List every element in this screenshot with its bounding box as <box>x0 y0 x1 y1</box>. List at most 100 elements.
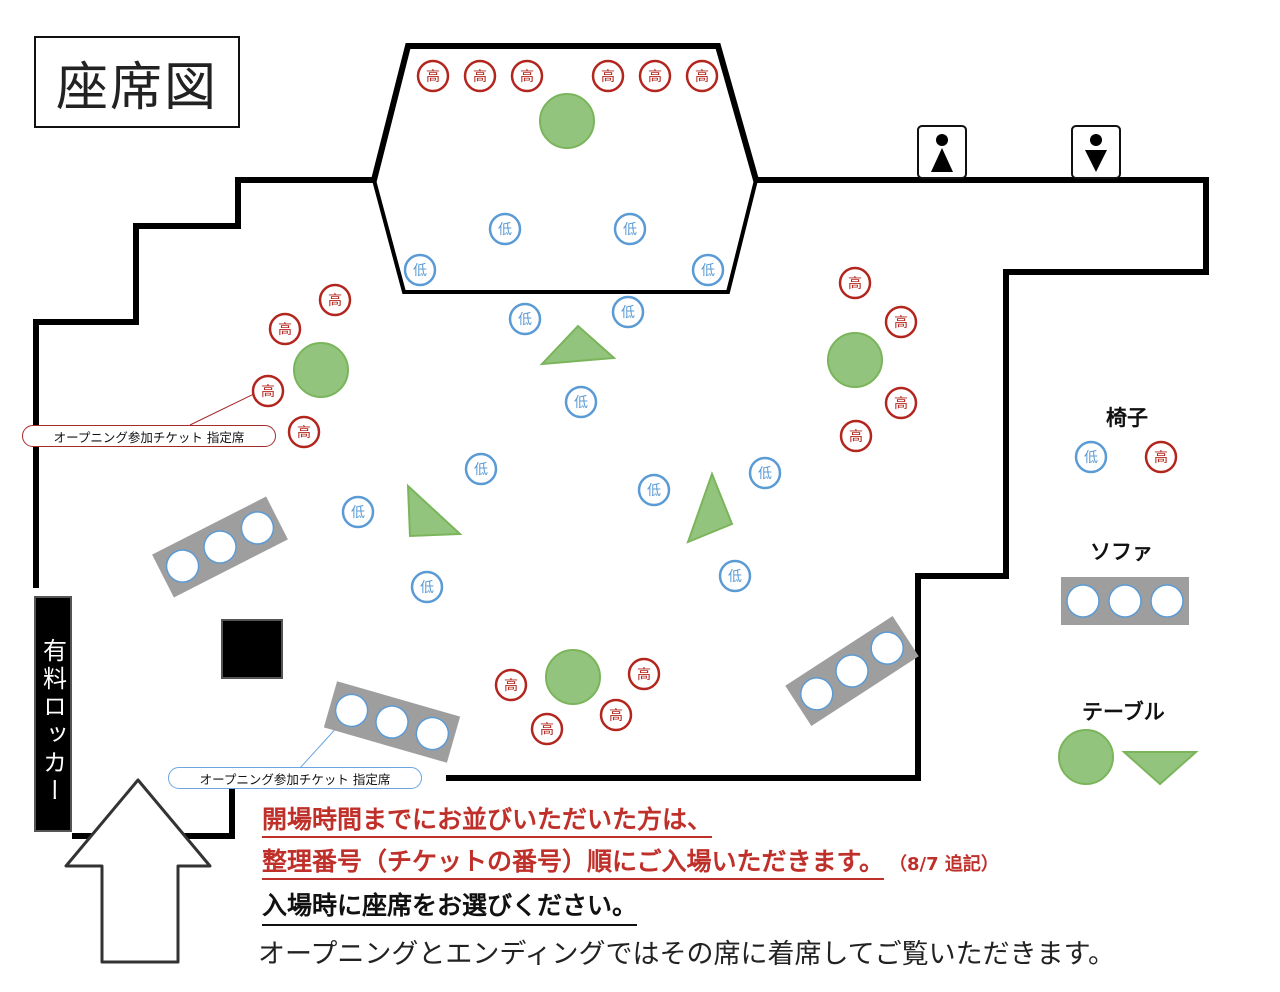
round-table <box>1058 729 1114 785</box>
high-chair: 高 <box>638 59 672 93</box>
male-restroom-icon <box>1071 125 1121 179</box>
callout-leader-red <box>189 389 263 426</box>
chair-label: 低 <box>351 505 365 521</box>
chair-label: 高 <box>894 395 908 412</box>
round-table <box>545 649 601 705</box>
sofa-seat <box>375 705 409 739</box>
notice-line-4: オープニングとエンディングではその席に着席してご覧いただきます。 <box>258 939 1115 970</box>
high-chair: 高 <box>416 59 450 93</box>
chair-label: 高 <box>540 721 554 738</box>
chair-label: 高 <box>473 68 487 85</box>
low-chair: 低 <box>341 495 375 529</box>
high-chair: 高 <box>318 283 352 317</box>
female-restroom-icon <box>917 125 967 179</box>
chair-label: 高 <box>504 677 518 694</box>
sofa <box>152 496 288 598</box>
chair-label: 高 <box>426 68 440 85</box>
sofa-seat <box>203 530 237 564</box>
chair-label: 低 <box>758 466 772 482</box>
chair-label: 低 <box>623 222 637 238</box>
high-chair: 高 <box>685 59 719 93</box>
sofa-seat <box>165 549 200 583</box>
chair-label: 低 <box>621 305 635 321</box>
low-chair: 低 <box>410 570 444 604</box>
low-chair: 低 <box>718 559 752 593</box>
sofa-seat <box>240 511 275 545</box>
chair-label: 高 <box>328 292 342 309</box>
low-chair: 低 <box>1074 440 1108 474</box>
chair-label: 低 <box>498 222 512 238</box>
chair-label: 高 <box>278 321 292 338</box>
low-chair: 低 <box>611 295 645 329</box>
high-chair: 高 <box>1144 440 1178 474</box>
sofa-seat <box>1108 584 1142 618</box>
locker-square <box>221 619 283 679</box>
chair-label: 高 <box>848 275 862 292</box>
low-chair: 低 <box>637 473 671 507</box>
chair-label: 低 <box>574 395 588 411</box>
page-title: 座席図 <box>34 36 240 128</box>
legend-table-label: テーブル <box>1082 700 1165 724</box>
high-chair: 高 <box>530 712 564 746</box>
entrance-arrow-icon <box>64 778 212 964</box>
triangle-table <box>539 324 617 366</box>
high-chair: 高 <box>268 312 302 346</box>
chair-label: 低 <box>701 263 715 279</box>
sofa-seat <box>1150 584 1184 618</box>
chair-label: 高 <box>297 424 311 441</box>
low-chair: 低 <box>564 385 598 419</box>
chair-label: 低 <box>474 462 488 478</box>
notice-line-2: 整理番号（チケットの番号）順にご入場いただきます。 （8/7 追記） <box>262 842 999 880</box>
triangle-table <box>1121 751 1199 786</box>
legend-chair-label: 椅子 <box>1106 406 1148 430</box>
chair-label: 高 <box>520 68 534 85</box>
high-chair: 高 <box>591 59 625 93</box>
high-chair: 高 <box>838 266 872 300</box>
sofa <box>785 616 919 726</box>
sofa-seat <box>334 693 369 728</box>
chair-label: 低 <box>1084 450 1098 466</box>
low-chair: 低 <box>488 212 522 246</box>
chair-label: 低 <box>420 580 434 596</box>
chair-label: 高 <box>894 314 908 331</box>
chair-label: 高 <box>609 707 623 724</box>
chair-label: 低 <box>413 263 427 279</box>
chair-label: 低 <box>518 312 532 328</box>
sofa-seat <box>835 654 869 688</box>
chair-label: 高 <box>849 428 863 445</box>
triangle-table <box>686 471 734 544</box>
notice-update-note: （8/7 追記） <box>898 854 999 875</box>
notice-line-1-text: 開場時間までにお並びいただいた方は、 <box>262 805 713 838</box>
notice-line-3: 入場時に座席をお選びください。 <box>262 886 638 926</box>
sofa-seat <box>870 631 904 665</box>
notice-line-2-text: 整理番号（チケットの番号）順にご入場いただきます。 <box>262 847 885 880</box>
sofa <box>323 681 461 763</box>
round-table <box>827 332 883 388</box>
notice-line-1: 開場時間までにお並びいただいた方は、 <box>262 800 713 838</box>
chair-label: 高 <box>601 68 615 85</box>
legend-sofa-label: ソファ <box>1090 540 1153 564</box>
triangle-table <box>406 483 463 538</box>
high-chair: 高 <box>884 305 918 339</box>
high-chair: 高 <box>599 698 633 732</box>
high-chair: 高 <box>463 59 497 93</box>
round-table <box>293 342 349 398</box>
chair-label: 高 <box>1154 449 1168 466</box>
opening-ticket-callout-blue: オープニング参加チケット 指定席 <box>168 767 422 789</box>
high-chair: 高 <box>287 415 321 449</box>
low-chair: 低 <box>403 253 437 287</box>
high-chair: 高 <box>627 657 661 691</box>
sofa-seat <box>800 677 834 711</box>
chair-label: 高 <box>695 68 709 85</box>
callout-leader-blue <box>299 723 341 769</box>
stage-area <box>372 179 758 294</box>
high-chair: 高 <box>510 59 544 93</box>
low-chair: 低 <box>748 456 782 490</box>
high-chair: 高 <box>251 374 285 408</box>
high-chair: 高 <box>884 386 918 420</box>
chair-label: 高 <box>648 68 662 85</box>
sofa-seat <box>415 716 450 751</box>
opening-ticket-callout-red: オープニング参加チケット 指定席 <box>22 425 276 447</box>
chair-label: 低 <box>728 569 742 585</box>
